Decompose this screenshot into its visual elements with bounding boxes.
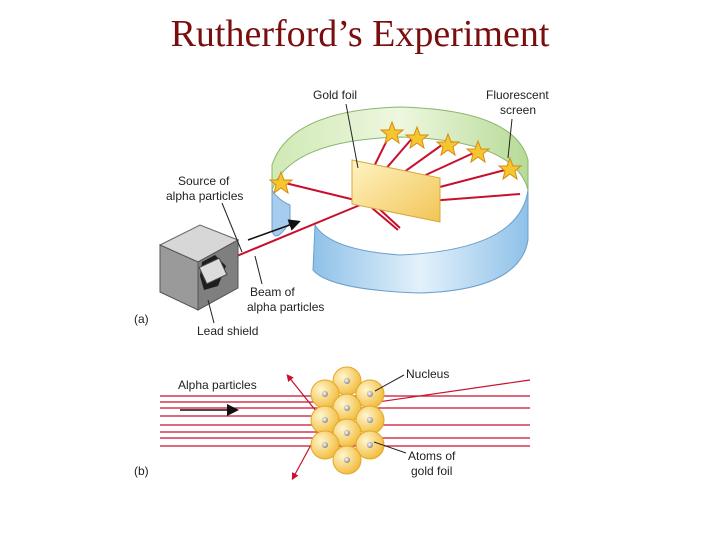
label-beam-line1: Beam of xyxy=(250,285,295,299)
flash-star-icon xyxy=(268,170,294,195)
label-screen-line2: screen xyxy=(500,103,536,117)
label-source-line2: alpha particles xyxy=(166,189,243,203)
label-alpha-particles: Alpha particles xyxy=(178,378,257,392)
panel-label-a: (a) xyxy=(134,312,149,326)
label-atoms-line1: Atoms of xyxy=(408,449,456,463)
slide-title: Rutherford’s Experiment xyxy=(170,13,550,55)
label-nucleus: Nucleus xyxy=(406,367,449,381)
gold-foil xyxy=(351,159,441,223)
fluorescent-screen xyxy=(271,106,529,294)
panel-b-leaders xyxy=(373,374,407,454)
label-screen-line1: Fluorescent xyxy=(486,88,549,102)
flash-star-icon xyxy=(465,139,491,164)
flash-star-icon xyxy=(497,156,523,181)
label-beam-line2: alpha particles xyxy=(247,300,324,314)
fluorescence-flashes xyxy=(268,120,523,195)
label-source-line1: Source of xyxy=(178,174,230,188)
label-lead-shield: Lead shield xyxy=(197,324,258,338)
flash-star-icon xyxy=(379,120,405,145)
panel-label-b: (b) xyxy=(134,464,149,478)
beam-direction-arrow xyxy=(247,219,301,241)
label-atoms-line2: gold foil xyxy=(411,464,452,478)
nuclei xyxy=(322,378,373,463)
lead-shield xyxy=(158,224,240,311)
flash-star-icon xyxy=(435,132,461,157)
label-gold-foil: Gold foil xyxy=(313,88,357,102)
label-leaders xyxy=(207,103,513,324)
flash-star-icon xyxy=(404,125,430,150)
